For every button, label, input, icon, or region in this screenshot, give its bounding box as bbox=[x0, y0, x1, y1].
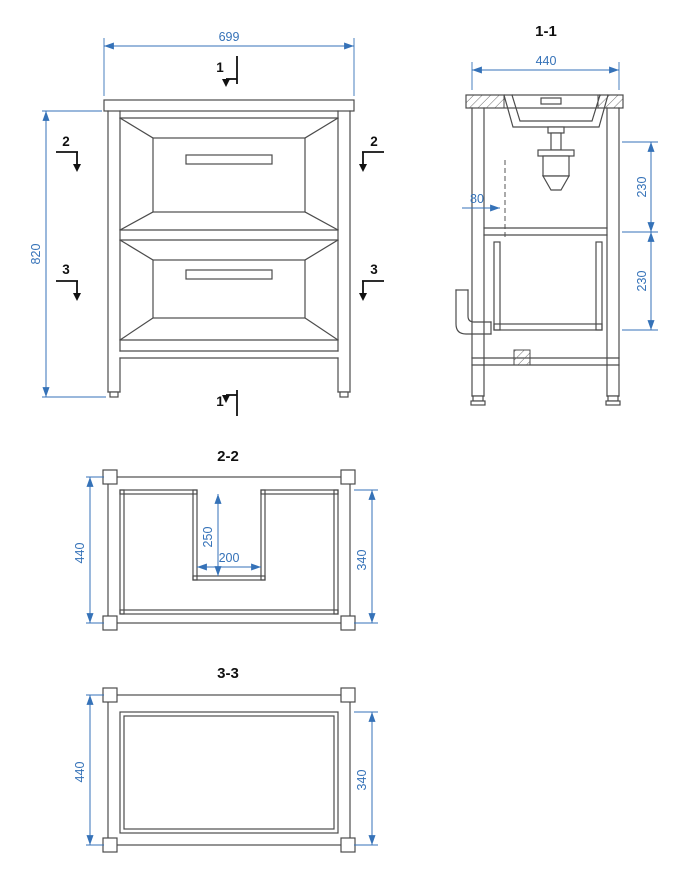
section-right-foot bbox=[607, 395, 619, 402]
section-2-2-recess-width-text: 200 bbox=[219, 551, 240, 565]
section-marker-2-right: 2 bbox=[359, 134, 384, 172]
drawer-top bbox=[119, 117, 339, 231]
section-2-2-inner-depth-dimension: 340 bbox=[354, 489, 378, 624]
front-width-dimension: 699 bbox=[103, 30, 355, 96]
section-1-1-upper-dim-text: 230 bbox=[635, 177, 649, 198]
waste-pipe-elbow bbox=[455, 289, 492, 335]
section-marker-2-left: 2 bbox=[56, 134, 81, 172]
drain-tailpipe bbox=[550, 132, 562, 151]
plan-2-2-outline bbox=[107, 476, 351, 624]
drain-flange bbox=[547, 126, 565, 134]
marker-3-right-label: 3 bbox=[370, 262, 378, 277]
right-foot bbox=[339, 391, 349, 398]
section-2-2-title: 2-2 bbox=[217, 448, 239, 465]
plan-3-3-outline bbox=[107, 694, 351, 846]
section-2-2-outer-depth-dimension: 440 bbox=[73, 476, 104, 624]
marker-2-left-label: 2 bbox=[62, 134, 70, 149]
leg-post-3-bl bbox=[102, 837, 118, 853]
section-2-2-recess-width-dimension: 200 bbox=[197, 551, 261, 571]
counter-hatch-right bbox=[597, 94, 624, 109]
section-3-3-title: 3-3 bbox=[217, 665, 239, 682]
marker-2-right-arrow-icon bbox=[359, 164, 367, 172]
section-3-3-inner-depth-text: 340 bbox=[355, 770, 369, 791]
section-1-1-lower-dim-text: 230 bbox=[635, 271, 649, 292]
counter-section bbox=[465, 94, 624, 109]
section-2-2-recess-depth-dimension: 250 bbox=[201, 494, 222, 576]
section-2-2-recess-depth-text: 250 bbox=[201, 527, 215, 548]
trap-body bbox=[542, 155, 570, 177]
marker-1-top-arrow-icon bbox=[222, 79, 230, 87]
countertop bbox=[103, 99, 355, 112]
marker-2-left-arrow-icon bbox=[73, 164, 81, 172]
section-view-1-1: 1-1 440 bbox=[455, 23, 658, 406]
section-view-3-3: 3-3 440 340 bbox=[73, 665, 378, 853]
counter-hatch-left bbox=[465, 94, 505, 109]
marker-3-left-label: 3 bbox=[62, 262, 70, 277]
sink-bowl-inner bbox=[511, 94, 601, 122]
drawer-top-handle bbox=[185, 154, 273, 165]
section-marker-3-right: 3 bbox=[359, 262, 384, 301]
cabinet-front-outline bbox=[103, 99, 355, 398]
panel-back bbox=[119, 609, 339, 615]
section-3-3-inner-depth-dimension: 340 bbox=[354, 711, 378, 846]
recess-wall-bottom bbox=[192, 575, 266, 581]
front-height-dimension: 820 bbox=[29, 110, 106, 398]
drawer-bottom-handle bbox=[185, 269, 273, 280]
section-1-1-drain-offset-dimension: 80 bbox=[462, 192, 500, 212]
section-1-1-upper-height-dimension: 230 bbox=[622, 141, 658, 233]
trap-taper bbox=[541, 175, 571, 191]
section-1-1-width-dim-text: 440 bbox=[536, 54, 557, 68]
section-1-1-drain-offset-text: 80 bbox=[470, 192, 484, 206]
marker-1-top-label: 1 bbox=[216, 60, 224, 75]
section-marker-1-top: 1 bbox=[216, 56, 238, 87]
lower-drawer-bottom bbox=[493, 323, 603, 331]
drawer-top-panel bbox=[152, 137, 306, 213]
section-left-foot bbox=[472, 395, 484, 402]
section-view-2-2: 2-2 440 340 bbox=[73, 448, 378, 631]
leg-post-3-tr bbox=[340, 687, 356, 703]
section-3-3-plan bbox=[102, 687, 356, 853]
section-1-1-title: 1-1 bbox=[535, 23, 557, 40]
bottom-block bbox=[513, 349, 531, 366]
section-1-1-lower-height-dimension: 230 bbox=[622, 232, 658, 331]
leg-post-bl bbox=[102, 615, 118, 631]
leg-post-3-tl bbox=[102, 687, 118, 703]
section-1-1-width-dimension: 440 bbox=[471, 54, 620, 90]
marker-1-bottom-label: 1 bbox=[216, 394, 224, 409]
section-2-2-plan bbox=[102, 469, 356, 631]
leg-post-3-br bbox=[340, 837, 356, 853]
leg-post-tr bbox=[340, 469, 356, 485]
front-height-dim-text: 820 bbox=[29, 244, 43, 265]
drawer-bottom bbox=[119, 239, 339, 341]
section-marker-3-left: 3 bbox=[56, 262, 81, 301]
section-3-3-outer-depth-dimension: 440 bbox=[73, 694, 104, 846]
sink-overflow bbox=[540, 97, 562, 105]
marker-3-right-arrow-icon bbox=[359, 293, 367, 301]
leg-post-br bbox=[340, 615, 356, 631]
section-2-2-outer-depth-text: 440 bbox=[73, 543, 87, 564]
drawer-bottom-panel bbox=[152, 259, 306, 319]
marker-3-left-arrow-icon bbox=[73, 293, 81, 301]
section-1-1-carcass bbox=[455, 94, 624, 406]
trap-nut bbox=[537, 149, 575, 157]
frame-3-3-outer bbox=[119, 711, 339, 834]
section-3-3-outer-depth-text: 440 bbox=[73, 762, 87, 783]
section-marker-1-bottom: 1 bbox=[216, 390, 238, 416]
left-foot bbox=[109, 391, 119, 398]
section-2-2-inner-depth-text: 340 bbox=[355, 550, 369, 571]
front-view: 699 820 bbox=[29, 30, 384, 416]
marker-1-bottom-arrow-icon bbox=[222, 395, 230, 403]
front-width-dim-text: 699 bbox=[219, 30, 240, 44]
marker-2-right-label: 2 bbox=[370, 134, 378, 149]
leg-post-tl bbox=[102, 469, 118, 485]
frame-3-3-inner bbox=[123, 715, 335, 830]
